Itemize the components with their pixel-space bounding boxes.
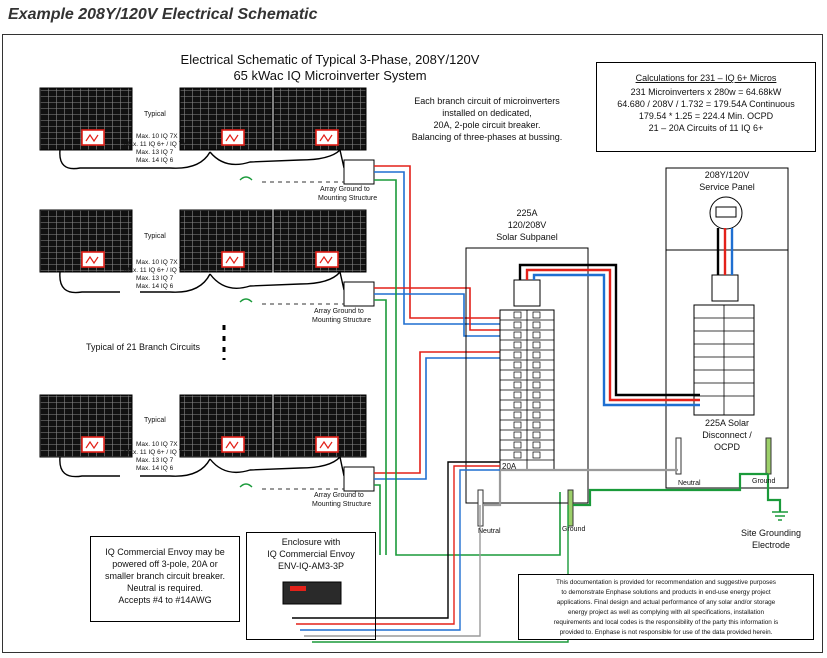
array-max-line: Max. 13 IQ 7 — [136, 275, 174, 282]
calc-line: 21 – 20A Circuits of 11 IQ 6+ — [648, 123, 764, 133]
branch-note-line: 20A, 2-pole circuit breaker. — [433, 120, 541, 130]
array-max-line: Max. 13 IQ 7 — [136, 149, 174, 156]
subpanel-label: Solar Subpanel — [496, 232, 558, 242]
disclaimer-line: provided to. Enphase is not responsible … — [559, 629, 773, 636]
array-typical-label-3: Typical — [144, 417, 166, 424]
disclaimer-line: requirements and local codes is the resp… — [553, 619, 779, 626]
calc-line: 64.680 / 208V / 1.732 = 179.54A Continuo… — [617, 99, 795, 109]
array-max-line: Max. 10 IQ 7X — [136, 259, 178, 266]
calculations-box: Calculations for 231 – IQ 6+ Micros 231 … — [596, 62, 816, 152]
site-ground-label: Electrode — [751, 540, 791, 550]
schematic-frame — [2, 34, 823, 653]
envoy-label: ENV-IQ-AM3-3P — [277, 561, 344, 571]
service-ground-label: Ground — [752, 478, 776, 485]
array-max-line: Max. 11 IQ 6+ / IQ 7+ — [124, 267, 187, 274]
envoy-note-line: IQ Commercial Envoy may be — [105, 547, 225, 557]
array-max-line: Max. 13 IQ 7 — [136, 457, 174, 464]
envoy-note-line: smaller branch circuit breaker. — [104, 571, 226, 581]
array-ground-label: Mounting Structure — [312, 317, 372, 324]
branch-note-line: installed on dedicated, — [442, 108, 532, 118]
array-ground-label: Mounting Structure — [318, 195, 378, 202]
site-ground-label: Site Grounding — [740, 528, 802, 538]
calc-line: 231 Microinverters x 280w = 64.68kW — [630, 87, 782, 97]
disclaimer-line: energy project as well as complying with… — [567, 609, 765, 616]
envoy-label: Enclosure with — [281, 537, 341, 547]
disconnect-label: Disconnect / — [702, 430, 752, 440]
disconnect-label: 225A Solar — [704, 418, 750, 428]
page-title: Example 208Y/120V Electrical Schematic — [8, 6, 318, 23]
subpanel-label: 225A — [516, 208, 538, 218]
array-row-2-panels — [39, 209, 367, 273]
subpanel-neutral-label: Neutral — [478, 528, 501, 535]
array-ground-label: Array Ground to — [314, 492, 364, 499]
array-max-line: Max. 14 IQ 6 — [136, 157, 174, 164]
disclaimer-line: This documentation is provided for recom… — [556, 579, 776, 586]
schematic-title-line1: Electrical Schematic of Typical 3-Phase,… — [180, 52, 480, 67]
calc-title: Calculations for 231 – IQ 6+ Micros — [635, 73, 777, 83]
envoy-enclosure: Enclosure with IQ Commercial Envoy ENV-I… — [246, 532, 376, 640]
array-max-line: Max. 10 IQ 7X — [136, 133, 178, 140]
subpanel-breakers — [499, 279, 555, 471]
array-typical-label-1: Typical — [144, 111, 166, 118]
envoy-note: IQ Commercial Envoy may be powered off 3… — [90, 536, 240, 622]
service-panel-label: 208Y/120V — [704, 170, 750, 180]
array-max-line: Max. 14 IQ 6 — [136, 465, 174, 472]
branch-note: Each branch circuit of microinverters in… — [392, 90, 582, 150]
array-typical-label-2: Typical — [144, 233, 166, 240]
calc-line: 179.54 * 1.25 = 224.4 Min. OCPD — [638, 111, 774, 121]
array-max-line: Max. 10 IQ 7X — [136, 441, 178, 448]
envoy-note-line: powered off 3-pole, 20A or — [112, 559, 218, 569]
disconnect-label: OCPD — [713, 442, 740, 452]
schematic-title-line2: 65 kWac IQ Microinverter System — [233, 68, 427, 83]
envoy-note-line: Neutral is required. — [126, 583, 204, 593]
disclaimer-line: applications. Final design and actual pe… — [556, 599, 776, 606]
branch-note-line: Each branch circuit of microinverters — [414, 96, 560, 106]
subpanel-main-breaker: 20A — [502, 462, 517, 471]
envoy-label: IQ Commercial Envoy — [267, 549, 355, 559]
array-max-line: Max. 14 IQ 6 — [136, 283, 174, 290]
typical-branches-label: Typical of 21 Branch Circuits — [86, 342, 201, 352]
array-ground-label: Mounting Structure — [312, 501, 372, 508]
branch-note-line: Balancing of three-phases at bussing. — [411, 132, 563, 142]
disclaimer-line: to demonstrate Enphase solutions and pro… — [561, 589, 771, 596]
array-row-3-panels — [39, 394, 367, 458]
envoy-note-line: Accepts #4 to #14AWG — [118, 595, 212, 605]
subpanel-ground-label: Ground — [562, 526, 586, 533]
array-max-line: Max. 11 IQ 6+ / IQ 7+ — [124, 449, 187, 456]
service-panel-label: Service Panel — [699, 182, 755, 192]
array-ground-label: Array Ground to — [314, 308, 364, 315]
array-ground-label: Array Ground to — [320, 186, 370, 193]
service-neutral-label: Neutral — [678, 480, 701, 487]
disclaimer-box: This documentation is provided for recom… — [518, 574, 814, 640]
page-title-bar: Example 208Y/120V Electrical Schematic — [0, 0, 827, 34]
subpanel-label: 120/208V — [507, 220, 547, 230]
array-max-line: Max. 11 IQ 6+ / IQ 7+ — [124, 141, 187, 148]
